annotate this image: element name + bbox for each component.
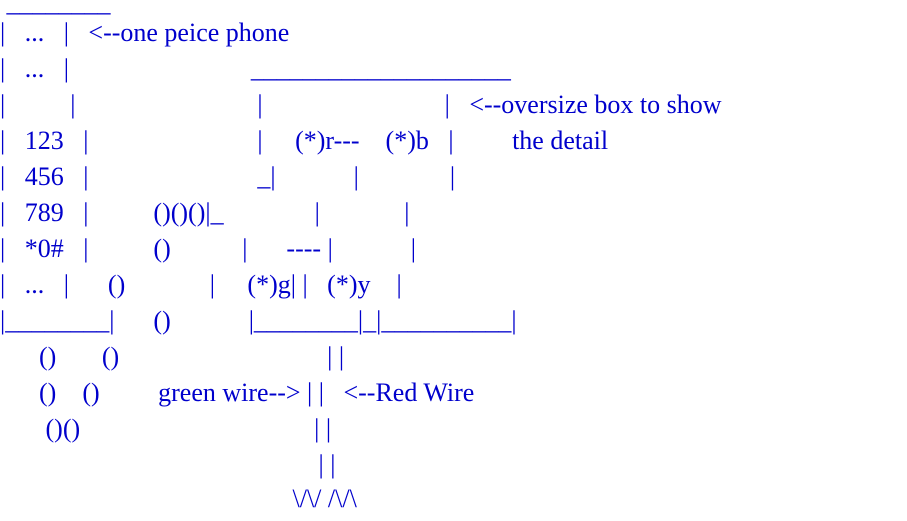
keypad-row-123-line: | 123 | | (*)r--- (*)b | the detail bbox=[0, 126, 609, 155]
wire-ends-line: \/\/ /\/\ bbox=[0, 484, 357, 513]
wire-line-4: | | bbox=[0, 450, 336, 479]
cord-line-1: () () | | bbox=[0, 342, 345, 371]
wire-labels-line: () () green wire--> | | <--Red Wire bbox=[0, 378, 475, 407]
phone-top-edge-line: ________ bbox=[0, 0, 111, 17]
keypad-row-789-line: | 789 | ()()()|_ | | bbox=[0, 198, 410, 227]
box-top-edge-line: | ... | ____________________ bbox=[0, 54, 511, 83]
box-label-line: | | | | <--oversize box to show bbox=[0, 90, 722, 119]
phone-label-line: | ... | <--one peice phone bbox=[0, 18, 290, 47]
cord-line-3: ()() | | bbox=[0, 414, 332, 443]
terminal-g-y-line: | ... | () | (*)g| | (*)y | bbox=[0, 270, 402, 299]
keypad-row-star-line: | *0# | () | ---- | | bbox=[0, 234, 416, 263]
keypad-row-456-line: | 456 | _| | | bbox=[0, 162, 456, 191]
phone-bottom-edge-line: |________| () |________|_|__________| bbox=[0, 306, 517, 335]
